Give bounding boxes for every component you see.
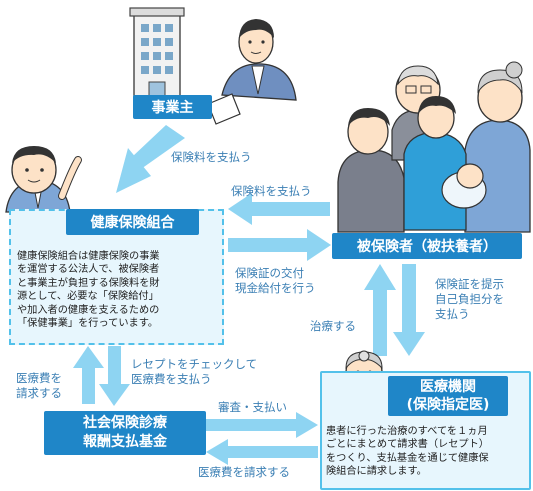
association-description-line: 「保健事業」を行っています。 (17, 318, 159, 330)
arrow-medical-to-fund (206, 439, 318, 465)
association-node-label: 健康保険組合 (90, 215, 175, 231)
treat-label: 治療する (310, 319, 356, 333)
claim-up-label-line1: 医療費を (16, 371, 62, 385)
arrow-employer-to-association (116, 125, 185, 193)
medical-node-label-line2: (保険指定医) (406, 397, 490, 413)
employer-node-label: 事業主 (151, 100, 194, 116)
present-label-line2: 自己負担分を (435, 292, 504, 306)
family-illustration (337, 61, 531, 233)
medical-node: 医療機関 (保険指定医) (388, 376, 508, 416)
medical-node-label-line1: 医療機関 (420, 379, 476, 395)
claim-bottom-label: 医療費を請求する (198, 465, 290, 479)
medical-description-line: をつくり、支払基金を通じて健康保 (326, 452, 489, 464)
fund-node: 社会保険診療 報酬支払基金 (44, 411, 206, 455)
association-description: 健康保険組合は健康保険の事業 を運営する公法人で、被保険者 と事業主が負担する保… (17, 250, 217, 330)
check-label-line1: レセプトをチェックして (131, 357, 258, 371)
arrow-medical-to-insured (364, 264, 396, 356)
insured-node-label: 被保険者（被扶養者） (357, 239, 497, 255)
arrow-insured-to-association (228, 193, 330, 225)
arrow-insured-to-medical (393, 264, 425, 356)
fund-node-label-line2: 報酬支払基金 (83, 434, 167, 450)
medical-description-line: ごとにまとめて請求書（レセプト） (326, 439, 489, 451)
employer-pays-label: 保険料を支払う (171, 150, 252, 164)
association-man-illustration (5, 146, 82, 213)
arrow-fund-to-association (73, 346, 104, 404)
association-description-line: と事業主が負担する保険料を財 (17, 277, 160, 289)
office-building-illustration (129, 7, 185, 99)
review-label: 審査・支払い (218, 400, 287, 414)
fund-node-label-line1: 社会保険診療 (83, 415, 167, 431)
present-label-line3: 支払う (435, 307, 470, 321)
medical-description-line: 険組合に請求します。 (326, 466, 427, 478)
association-description-line: や加入者の健康を支えるための (17, 304, 160, 316)
insured-pays-label: 保険料を支払う (231, 184, 312, 198)
medical-description: 患者に行った治療のすべてを１ヵ月 ごとにまとめて請求書（レセプト） をつくり、支… (326, 425, 525, 479)
association-description-line: 健康保険組合は健康保険の事業 (17, 251, 160, 262)
arrow-association-to-fund (99, 346, 130, 406)
association-description-line: 源として、必要な「保険給付」 (17, 291, 159, 303)
insured-node: 被保険者（被扶養者） (332, 233, 522, 259)
association-description-line: を運営する公法人で、被保険者 (17, 264, 160, 276)
association-node: 健康保険組合 (66, 209, 199, 235)
issue-label-line2: 現金給付を行う (235, 281, 316, 295)
check-label-line2: 医療費を支払う (131, 372, 212, 386)
claim-up-label-line2: 請求する (16, 386, 62, 400)
arrow-association-to-insured (228, 229, 331, 261)
employer-node: 事業主 (133, 95, 212, 119)
arrow-fund-to-medical (206, 412, 318, 438)
present-label-line1: 保険証を提示 (435, 277, 504, 291)
issue-label-line1: 保険証の交付 (235, 266, 304, 280)
medical-description-line: 患者に行った治療のすべてを１ヵ月 (326, 426, 488, 437)
employer-man-illustration (207, 19, 297, 125)
